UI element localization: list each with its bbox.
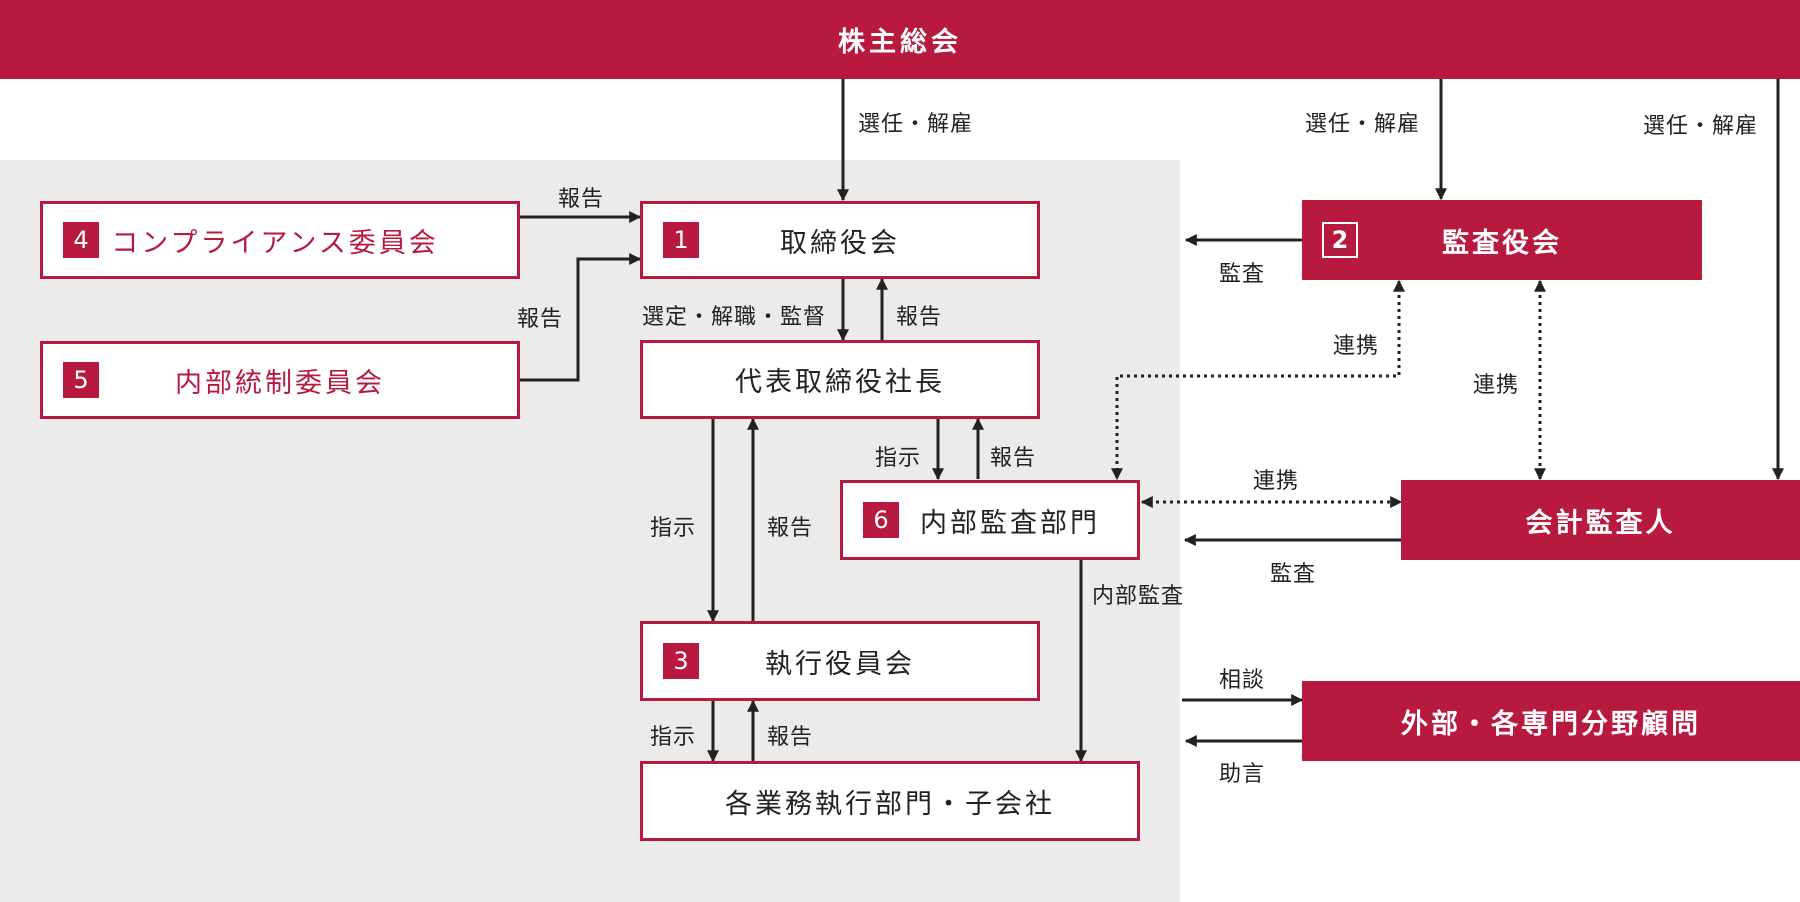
compliance-committee-label: コンプライアンス委員会 [111,227,439,259]
board-number-badge: 1 [663,222,699,258]
label-instruct-divisions: 指示 [650,725,697,750]
shareholders-meeting-bar: 株主総会 [0,0,1800,79]
label-report-president: 報告 [896,305,943,330]
audit-board-box: 2 監査役会 [1302,200,1702,280]
internal-audit-number-badge: 6 [863,502,899,538]
business-divisions-box: 各業務執行部門・子会社 [640,761,1140,841]
label-internal-audit-flow: 内部監査 [1092,584,1185,609]
external-advisors-box: 外部・各専門分野顧問 [1302,681,1800,761]
internal-control-number-badge: 5 [63,362,99,398]
label-instruct-audit: 指示 [875,446,922,471]
accounting-auditor-box: 会計監査人 [1401,480,1800,560]
label-audit-internal: 監査 [1270,562,1317,587]
compliance-committee-box: 4 コンプライアンス委員会 [40,201,520,279]
arrow-internal-control-to-board [520,253,642,382]
label-appoint-auditors: 選任・解雇 [1305,112,1421,137]
label-collab-accounting: 連携 [1473,373,1520,398]
label-advice: 助言 [1219,762,1266,787]
internal-audit-label: 内部監査部門 [920,507,1100,539]
label-report-exec: 報告 [767,516,814,541]
label-report-divisions: 報告 [767,725,814,750]
compliance-number-badge: 4 [63,222,99,258]
executive-officers-box: 3 執行役員会 [640,621,1040,701]
dotted-auditors-internal-audit [1111,279,1405,481]
accounting-auditor-label: 会計監査人 [1525,507,1676,539]
label-report-compliance: 報告 [558,187,605,212]
president-box: 代表取締役社長 [640,340,1040,419]
board-of-directors-label: 取締役会 [780,227,900,259]
label-collab-auditors: 連携 [1333,334,1380,359]
shareholders-meeting-label: 株主総会 [838,27,962,58]
label-collab-audit-accounting: 連携 [1253,469,1300,494]
audit-board-label: 監査役会 [1442,227,1562,259]
label-appoint-accounting: 選任・解雇 [1643,114,1759,139]
executive-officers-label: 執行役員会 [765,648,915,680]
internal-control-committee-label: 内部統制委員会 [175,367,385,399]
internal-control-committee-box: 5 内部統制委員会 [40,341,520,419]
label-consult: 相談 [1219,668,1266,693]
audit-board-number-badge: 2 [1322,222,1358,258]
label-report-audit: 報告 [990,446,1037,471]
label-audit-board: 監査 [1219,262,1266,287]
label-instruct-exec: 指示 [650,516,697,541]
internal-audit-box: 6 内部監査部門 [840,480,1140,560]
board-of-directors-box: 1 取締役会 [640,201,1040,279]
label-appoint-board: 選任・解雇 [858,112,974,137]
president-label: 代表取締役社長 [735,367,945,398]
business-divisions-label: 各業務執行部門・子会社 [725,788,1055,820]
label-select-supervise: 選定・解職・監督 [642,305,827,330]
external-advisors-label: 外部・各専門分野顧問 [1401,708,1701,740]
label-report-internal-control: 報告 [517,307,564,332]
executive-number-badge: 3 [663,643,699,679]
